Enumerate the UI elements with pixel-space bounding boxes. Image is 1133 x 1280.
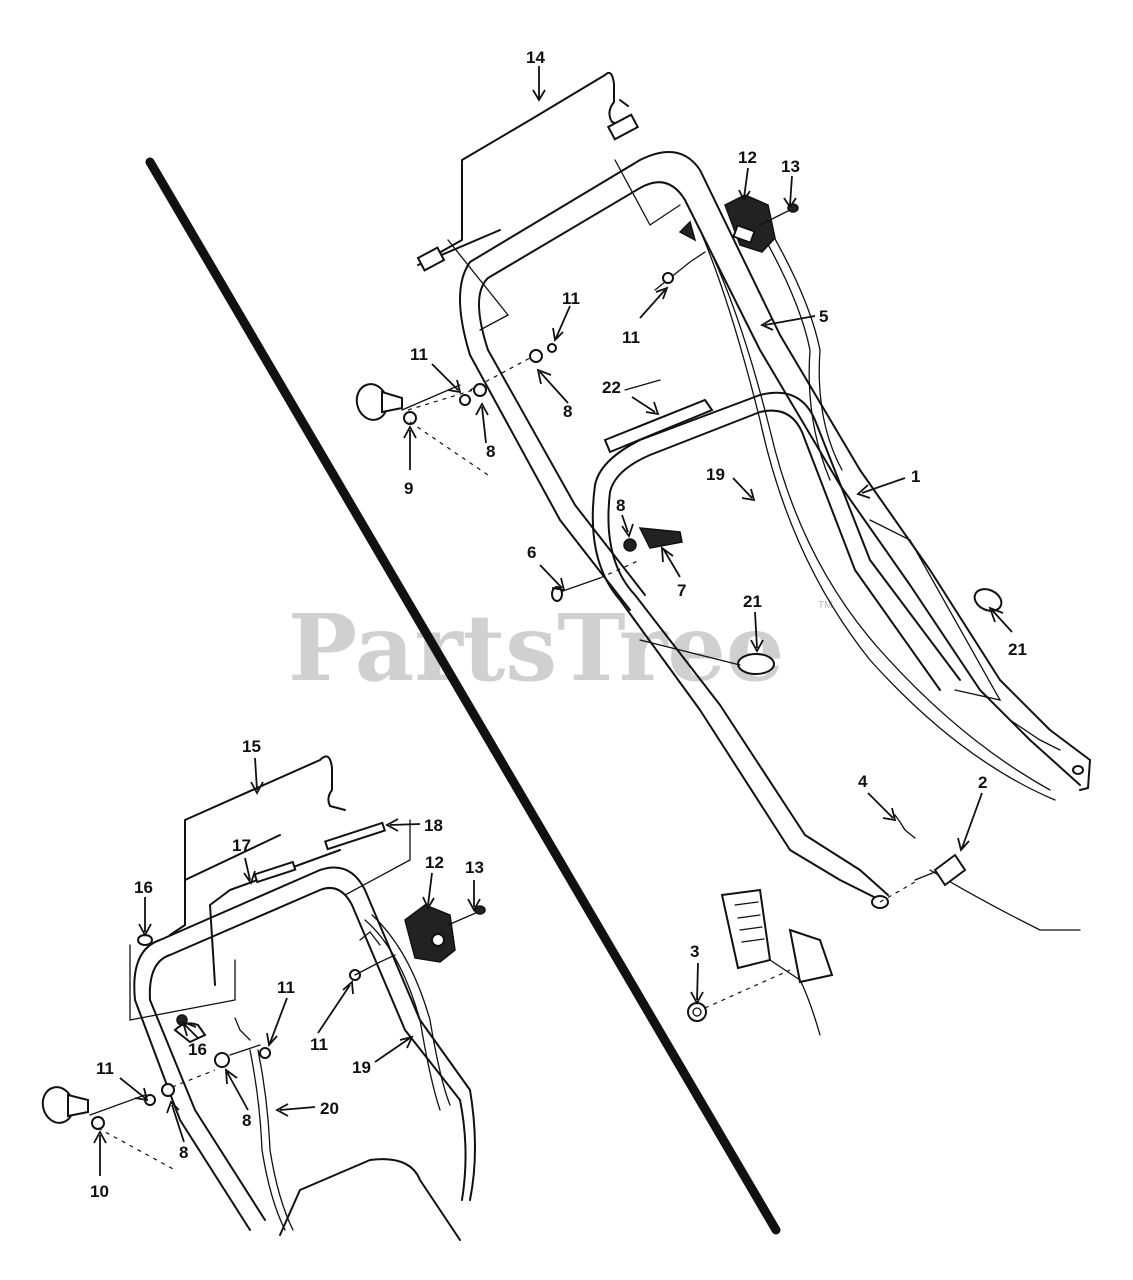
callout-21: 21 xyxy=(1008,640,1027,659)
callout-labels: 14 12 13 11 11 11 5 8 8 9 22 19 1 8 6 7 … xyxy=(90,48,1027,1201)
callout-7: 7 xyxy=(677,581,686,600)
callout-9: 9 xyxy=(404,479,413,498)
control-cable-19 xyxy=(699,229,1056,801)
callout-8: 8 xyxy=(616,496,625,515)
main-handle-assembly xyxy=(355,71,1091,1036)
bail-handle-15 xyxy=(169,755,346,936)
callout-1: 1 xyxy=(911,467,920,486)
callout-14: 14 xyxy=(526,48,545,67)
callout-12: 12 xyxy=(738,148,757,167)
callout-11: 11 xyxy=(622,328,640,347)
callout-10: 10 xyxy=(90,1182,109,1201)
callout-20: 20 xyxy=(320,1099,339,1118)
callout-22: 22 xyxy=(602,378,621,397)
callout-8: 8 xyxy=(563,402,572,421)
lower-handle-1 xyxy=(591,484,881,901)
callout-5: 5 xyxy=(819,307,828,326)
leader-arrows xyxy=(93,66,1013,1176)
callout-19: 19 xyxy=(706,465,725,484)
part-7 xyxy=(638,527,683,549)
callout-13: 13 xyxy=(781,157,800,176)
callout-21: 21 xyxy=(743,592,762,611)
callout-8: 8 xyxy=(179,1143,188,1162)
control-cable-5 xyxy=(759,229,831,481)
control-housing-12-inset xyxy=(404,904,456,963)
callout-12: 12 xyxy=(425,853,444,872)
cable-tie-21a xyxy=(737,653,775,675)
callout-17: 17 xyxy=(232,836,251,855)
divider-line xyxy=(145,157,781,1235)
callout-19: 19 xyxy=(352,1058,371,1077)
callout-3: 3 xyxy=(690,942,699,961)
callout-13: 13 xyxy=(465,858,484,877)
bail-handle-14 xyxy=(429,71,631,259)
upper-handle-outer xyxy=(459,151,861,471)
upper-handle-inner xyxy=(478,181,841,486)
callout-16: 16 xyxy=(188,1040,207,1059)
nut-3 xyxy=(687,1002,707,1022)
callout-2: 2 xyxy=(978,773,987,792)
callout-11: 11 xyxy=(562,289,580,308)
callout-18: 18 xyxy=(424,816,443,835)
callout-8: 8 xyxy=(242,1111,251,1130)
callout-4: 4 xyxy=(858,772,868,791)
callout-11: 11 xyxy=(96,1059,114,1078)
callout-15: 15 xyxy=(242,737,261,756)
callout-11: 11 xyxy=(410,345,428,364)
callout-11: 11 xyxy=(310,1035,328,1054)
callout-8: 8 xyxy=(486,442,495,461)
callout-11: 11 xyxy=(277,978,295,997)
callout-16: 16 xyxy=(134,878,153,897)
grip-22 xyxy=(603,398,714,454)
cable-tie-21b xyxy=(973,588,1003,612)
bolt-2 xyxy=(933,853,967,887)
watermark-text: PartsTree xyxy=(288,594,784,702)
inset-handle-assembly xyxy=(41,755,486,1241)
watermark-tm: TM xyxy=(818,600,832,611)
callout-6: 6 xyxy=(527,543,536,562)
